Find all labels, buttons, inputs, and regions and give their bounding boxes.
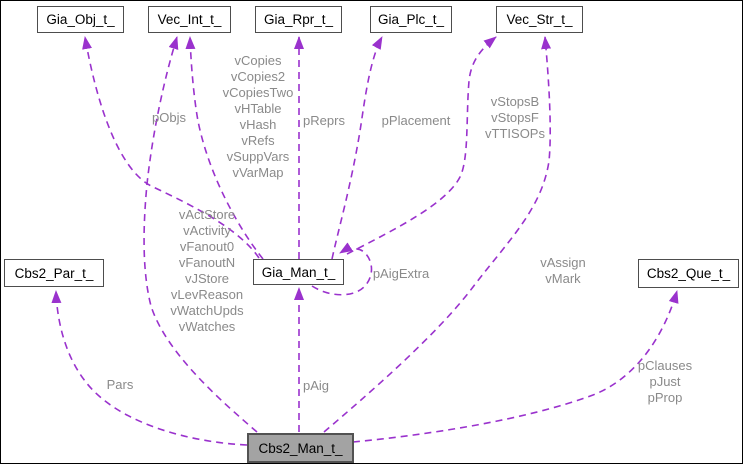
edge-gia-man-to-vec-int bbox=[185, 36, 264, 260]
edge-cbs2-man-to-cbs2-que bbox=[352, 290, 679, 443]
edge-gia-man-to-gia-plc bbox=[331, 36, 383, 260]
edge-cbs2-man-to-cbs2-par bbox=[51, 290, 248, 446]
node-gia-obj-t[interactable]: Gia_Obj_t_ bbox=[37, 6, 124, 33]
edge-gia-man-to-vec-str bbox=[346, 36, 497, 255]
node-label: Cbs2_Que_t_ bbox=[646, 266, 731, 281]
edge-gia-man-self-loop bbox=[311, 242, 373, 296]
node-gia-plc-t[interactable]: Gia_Plc_t_ bbox=[370, 6, 452, 33]
node-label: Gia_Obj_t_ bbox=[46, 12, 115, 27]
node-label: Vec_Int_t_ bbox=[157, 12, 222, 27]
node-label: Gia_Rpr_t_ bbox=[263, 12, 334, 27]
node-label: Cbs2_Man_t_ bbox=[258, 440, 343, 456]
node-label: Vec_Str_t_ bbox=[506, 12, 573, 27]
node-vec-int-t[interactable]: Vec_Int_t_ bbox=[148, 6, 231, 33]
node-label: Cbs2_Par_t_ bbox=[14, 265, 94, 281]
edge-gia-man-to-gia-obj bbox=[82, 36, 260, 259]
node-cbs2-que-t[interactable]: Cbs2_Que_t_ bbox=[638, 259, 739, 288]
edge-cbs2-man-to-vec-str bbox=[323, 36, 552, 433]
node-gia-rpr-t[interactable]: Gia_Rpr_t_ bbox=[255, 6, 342, 33]
edge-cbs2-man-to-vec-int bbox=[143, 36, 258, 433]
node-cbs2-man-t-main[interactable]: Cbs2_Man_t_ bbox=[247, 433, 354, 463]
node-label: Gia_Man_t_ bbox=[261, 264, 336, 280]
node-label: Gia_Plc_t_ bbox=[377, 12, 445, 27]
node-gia-man-t[interactable]: Gia_Man_t_ bbox=[253, 259, 344, 285]
node-cbs2-par-t[interactable]: Cbs2_Par_t_ bbox=[4, 259, 104, 287]
node-vec-str-t[interactable]: Vec_Str_t_ bbox=[496, 6, 583, 33]
